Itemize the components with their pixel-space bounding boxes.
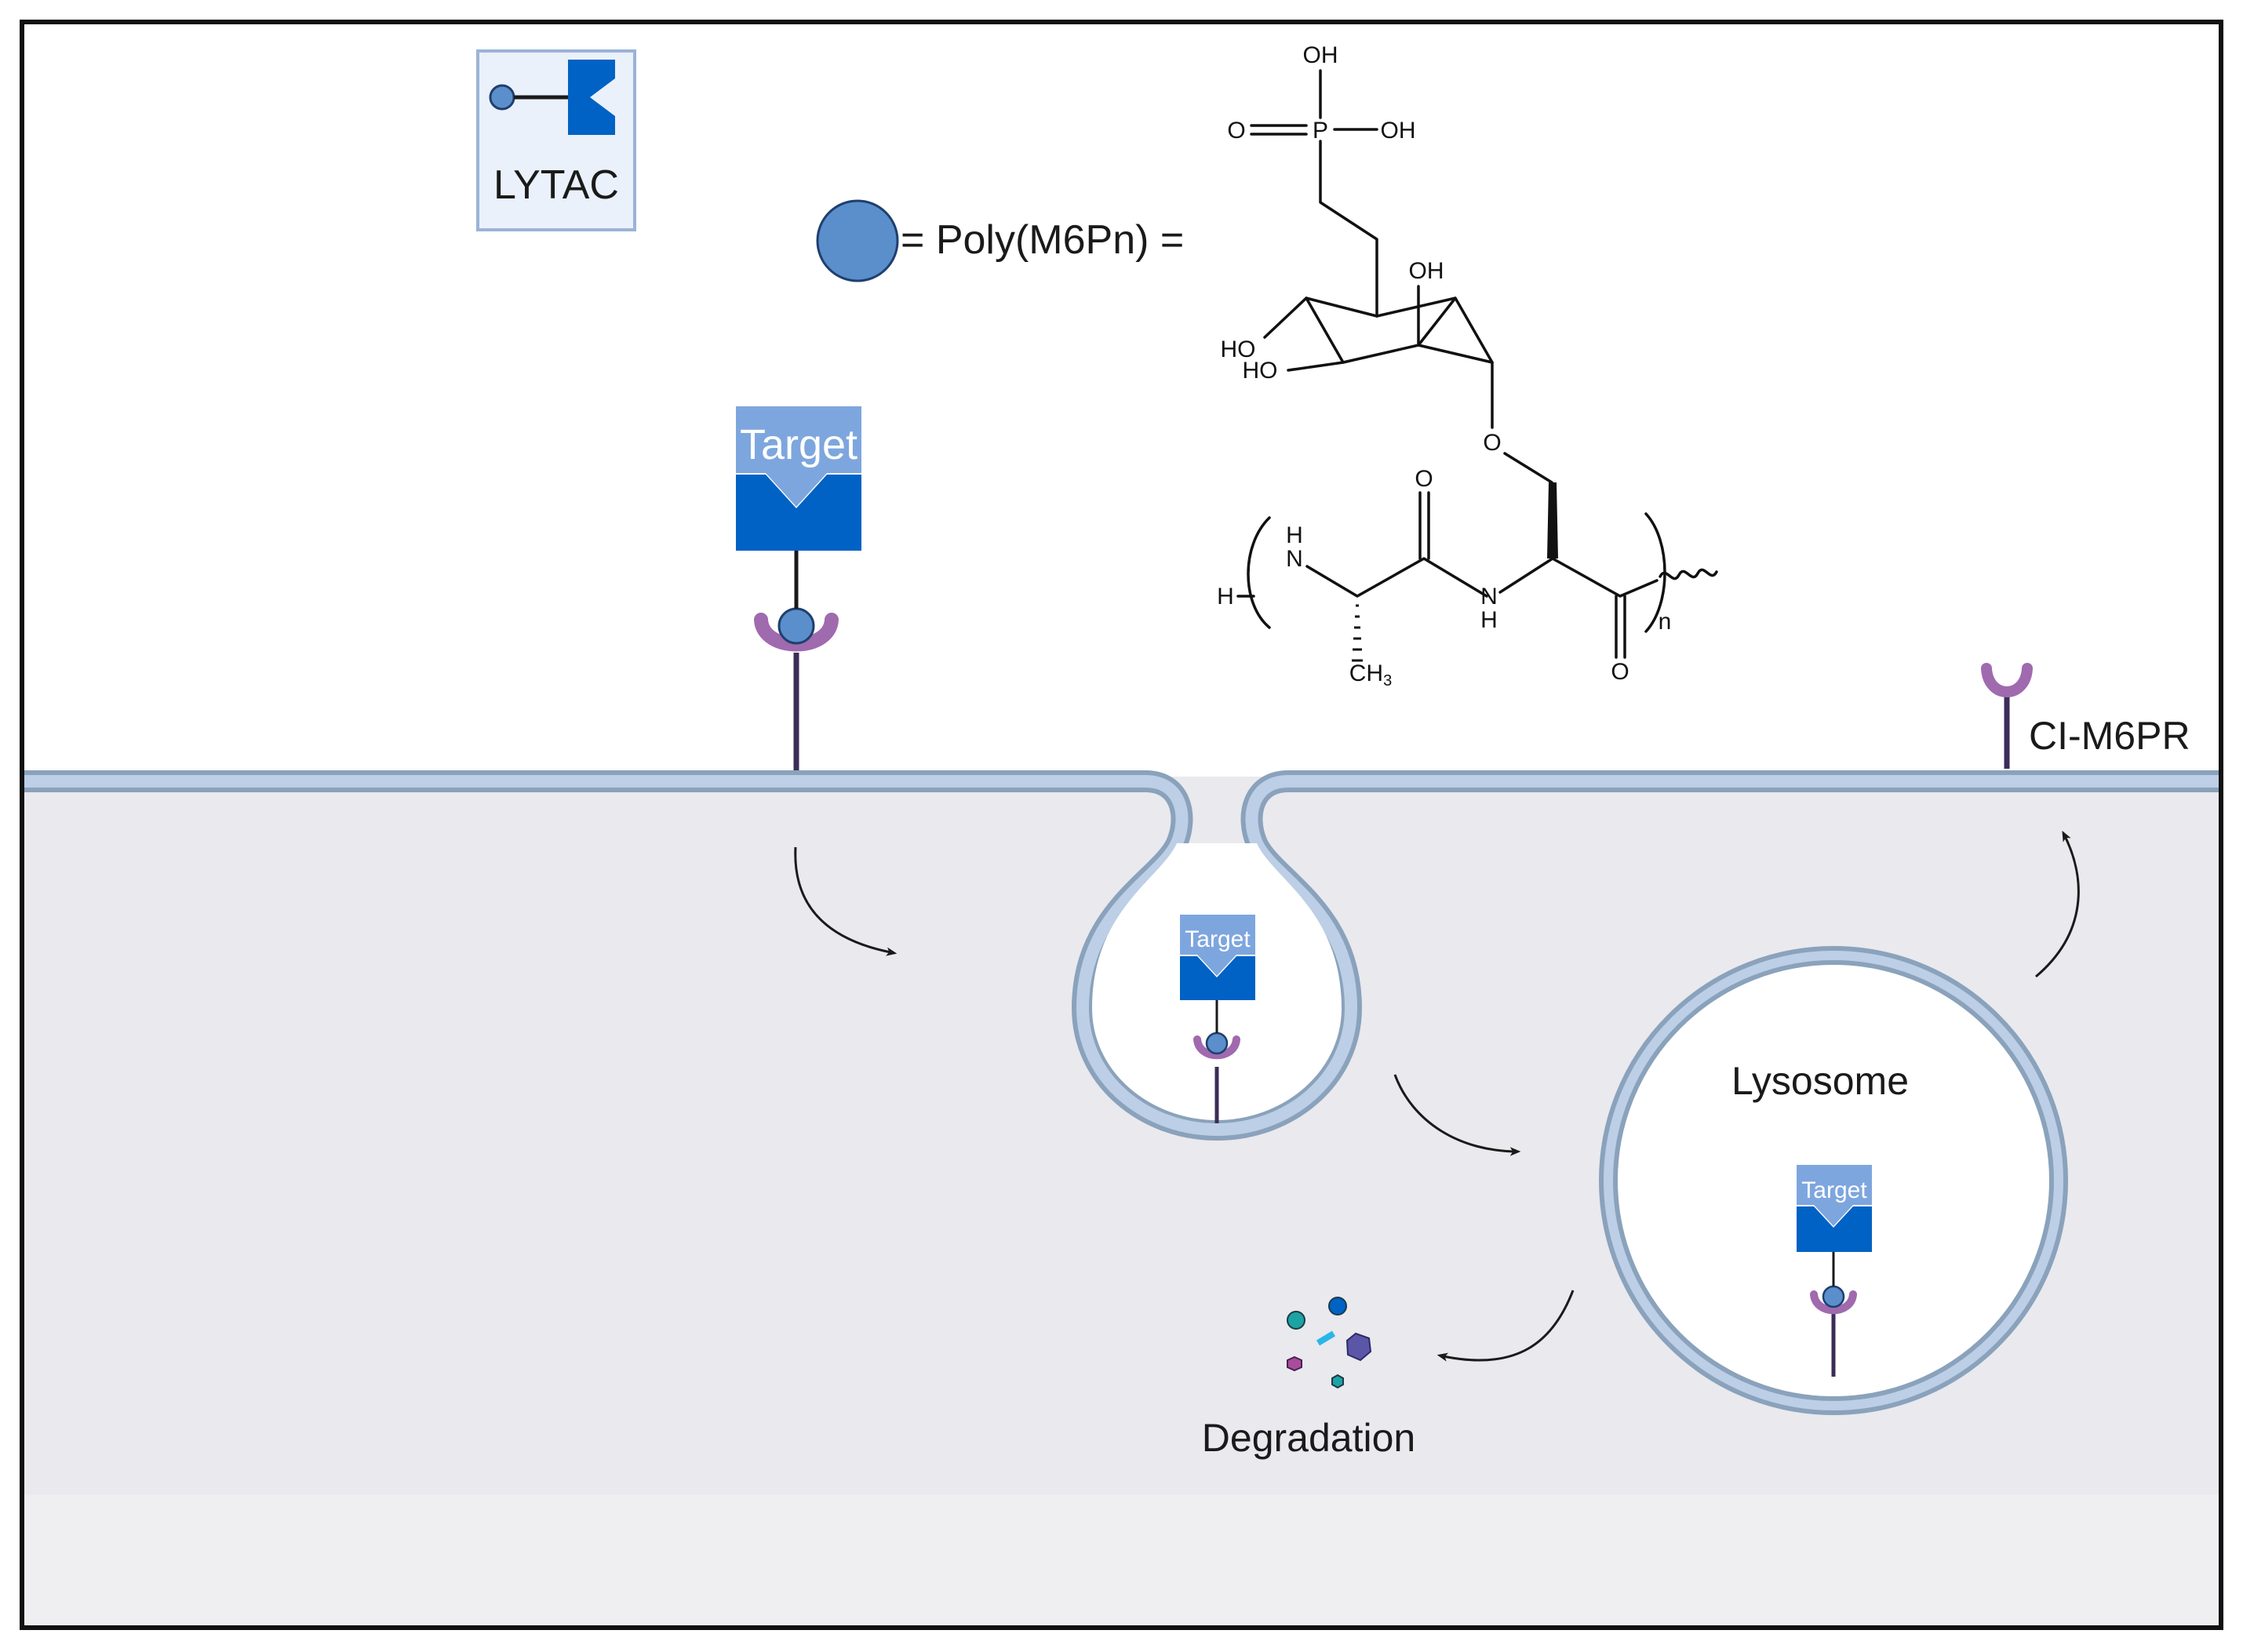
lytac-ligand-icon [489,84,515,111]
target-label: Target [740,421,858,468]
poly-m6pn-structure: OH O P OH OH HO HO O H H N O N H [1217,42,1718,690]
figure-frame [20,20,2223,1630]
recycled-receptor: CI-M6PR [1981,663,2190,769]
svg-text:H: H [1480,607,1498,633]
lysosome: Lysosome Target [1599,946,2068,1415]
lytac-binder-icon [568,60,615,135]
endocytosis-arrow-icon [794,846,898,956]
endosome-target-label: Target [1185,926,1251,952]
svg-text:O: O [1415,466,1433,492]
lytac-label: LYTAC [493,162,619,208]
svg-text:OH: OH [1381,118,1416,144]
ci-m6pr-label: CI-M6PR [2029,714,2190,758]
svg-text:OH: OH [1409,258,1444,284]
svg-text:N: N [1480,584,1498,609]
lysosome-target-label: Target [1801,1177,1867,1203]
svg-text:HO: HO [1221,337,1256,362]
surface-lytac-complex: Target [736,406,861,770]
m6pn-ligand-icon [777,607,815,645]
svg-text:O: O [1483,430,1501,456]
degradation-arrow-icon [1436,1290,1575,1362]
svg-text:O: O [1227,118,1245,144]
target-protein [736,406,861,507]
svg-text:OH: OH [1303,42,1338,68]
svg-text:O: O [1611,659,1629,685]
endosome-receptor-cup-icon [1193,1035,1240,1060]
recycling-arrow-icon [2035,831,2080,978]
ci-m6pr-cup-icon [1981,663,2033,697]
poly-m6pn-label: = Poly(M6Pn) = [901,217,1184,263]
svg-text:CH3: CH3 [1349,660,1392,690]
degradation-fragments-icon [1287,1297,1372,1389]
svg-text:H: H [1217,584,1234,609]
lytac-binder-shape [736,475,861,551]
svg-text:H: H [1286,522,1303,548]
svg-text:P: P [1313,118,1328,144]
poly-m6pn-ball-icon [816,199,899,282]
to-lysosome-arrow-icon [1393,1074,1521,1156]
lytac-legend: LYTAC [476,49,636,231]
lower-band [22,1494,2221,1628]
svg-text:n: n [1659,609,1672,635]
endosome-complex: Target [1180,915,1255,1123]
svg-text:N: N [1286,546,1303,572]
degradation-label: Degradation [1202,1416,1415,1460]
lysosome-receptor-cup-icon [1810,1290,1857,1315]
lysosome-label: Lysosome [1731,1059,1909,1103]
svg-text:HO: HO [1243,358,1278,384]
